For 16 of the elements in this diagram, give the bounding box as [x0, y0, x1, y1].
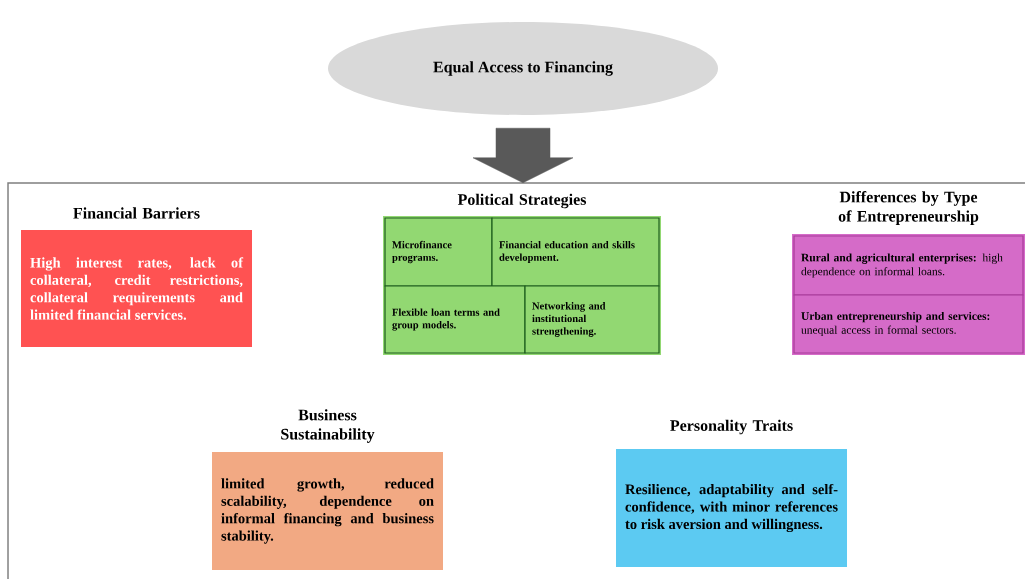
frame [7, 182, 1025, 579]
block-arrow [472, 127, 574, 184]
text-box: Flexible loan terms and group models. [384, 285, 526, 354]
text-box: Microfinance programs. [384, 217, 493, 287]
text-box: Financial education and skills development. [491, 217, 660, 287]
text-box: Urban entrepreneurship and services: unequal access in formal sectors. [793, 294, 1024, 354]
text-box: Networking and institutional strengthening. [524, 285, 660, 354]
text-box: Rural and agricultural enterprises: high dependence on informal loans. [793, 235, 1024, 296]
text-box: High interest rates, lack of collateral, credit restrictions, collateral requirements and limited financial services. [21, 230, 252, 347]
heading: Political Strategies [457, 193, 587, 209]
text-box: Resilience, adaptability and self-confidence, with minor references to risk aversion and willingness. [616, 449, 847, 567]
text-box: limited growth, reduced scalability, dependence on informal financing and business stability. [212, 452, 443, 570]
heading: Differences by Type of Entrepreneurship [838, 191, 979, 225]
heading: Personality Traits [670, 419, 793, 435]
heading: Business Sustainability [281, 409, 375, 443]
heading: Financial Barriers [73, 207, 200, 219]
